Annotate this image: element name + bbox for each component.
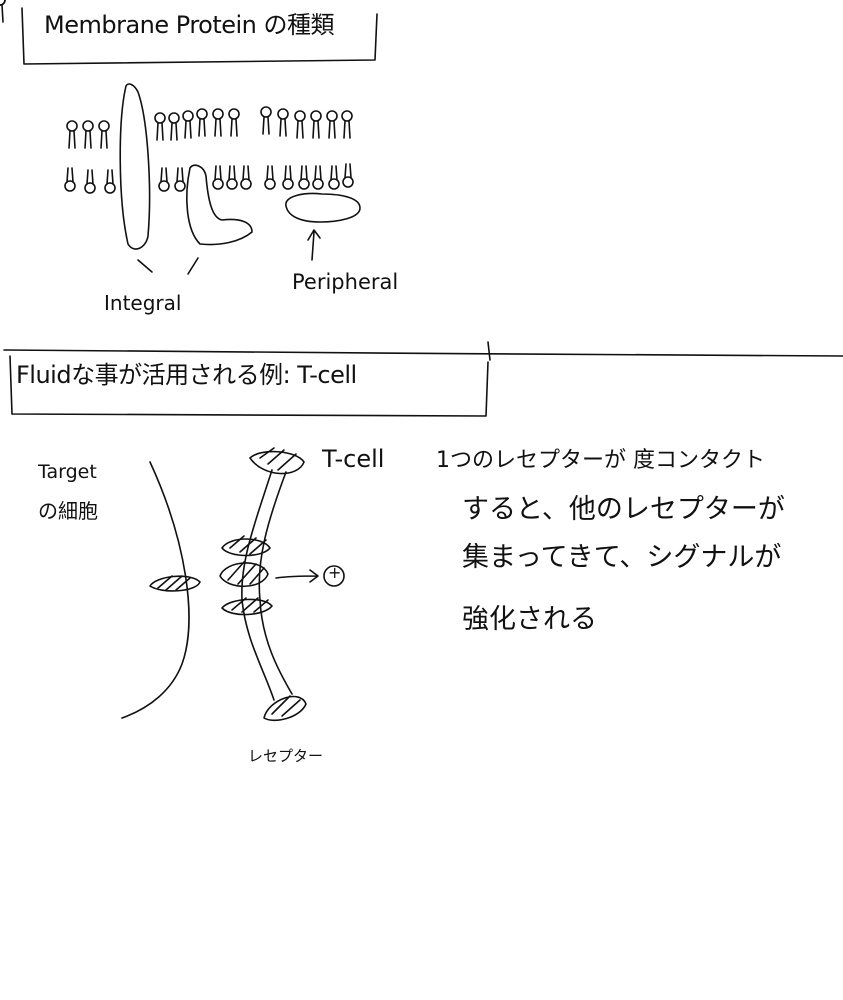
target-receptor — [149, 575, 201, 592]
label-receptor: レセプター — [248, 747, 324, 765]
tcell-receptor-cluster-1 — [221, 535, 271, 557]
lipid-upper-layer — [0, 0, 6, 23]
tcell-membrane-inner — [258, 471, 293, 695]
integral-protein-tall — [119, 83, 151, 250]
integral-pointer-left — [137, 259, 153, 273]
label-target: Target — [38, 461, 97, 483]
note-line-3: 集まってきて、シグナルが — [462, 542, 782, 573]
title2-box — [9, 355, 489, 417]
target-membrane — [121, 461, 190, 719]
tcell-receptor-bottom — [263, 695, 307, 722]
integral-protein-bent — [186, 164, 253, 246]
lipid-heads-lower — [64, 163, 354, 194]
label-tcell: T-cell — [322, 445, 385, 473]
integral-pointer-right — [187, 257, 199, 275]
tcell-receptor-cluster-3 — [221, 597, 273, 616]
tcell-membrane-outer — [241, 469, 275, 701]
title1-box — [21, 7, 378, 65]
note-line-2: すると、他のレセプターが — [462, 494, 785, 525]
tcell-receptor-top — [249, 447, 305, 475]
lipid-heads-upper — [66, 106, 353, 149]
note-line-1: 1つのレセプターが 度コンタクト — [436, 448, 765, 473]
label-peripheral: Peripheral — [292, 270, 399, 294]
lipid-lower-layer — [0, 0, 6, 6]
tcell-receptor-cluster-2 — [219, 561, 269, 587]
peripheral-protein — [285, 192, 361, 223]
label-target-cell: の細胞 — [38, 499, 98, 523]
peripheral-arrow — [307, 229, 321, 261]
divider-tick — [487, 341, 491, 361]
plus-circle — [323, 565, 345, 587]
title-fluid-example-tcell: Fluidな事が活用される例: T-cell — [16, 361, 357, 389]
label-integral: Integral — [104, 291, 182, 315]
section-divider — [3, 349, 843, 357]
title-membrane-protein-types: Membrane Protein の種類 — [44, 11, 335, 39]
note-line-4: 強化される — [462, 604, 597, 635]
plus-symbol: + — [328, 563, 342, 582]
signal-arrow — [275, 569, 319, 583]
